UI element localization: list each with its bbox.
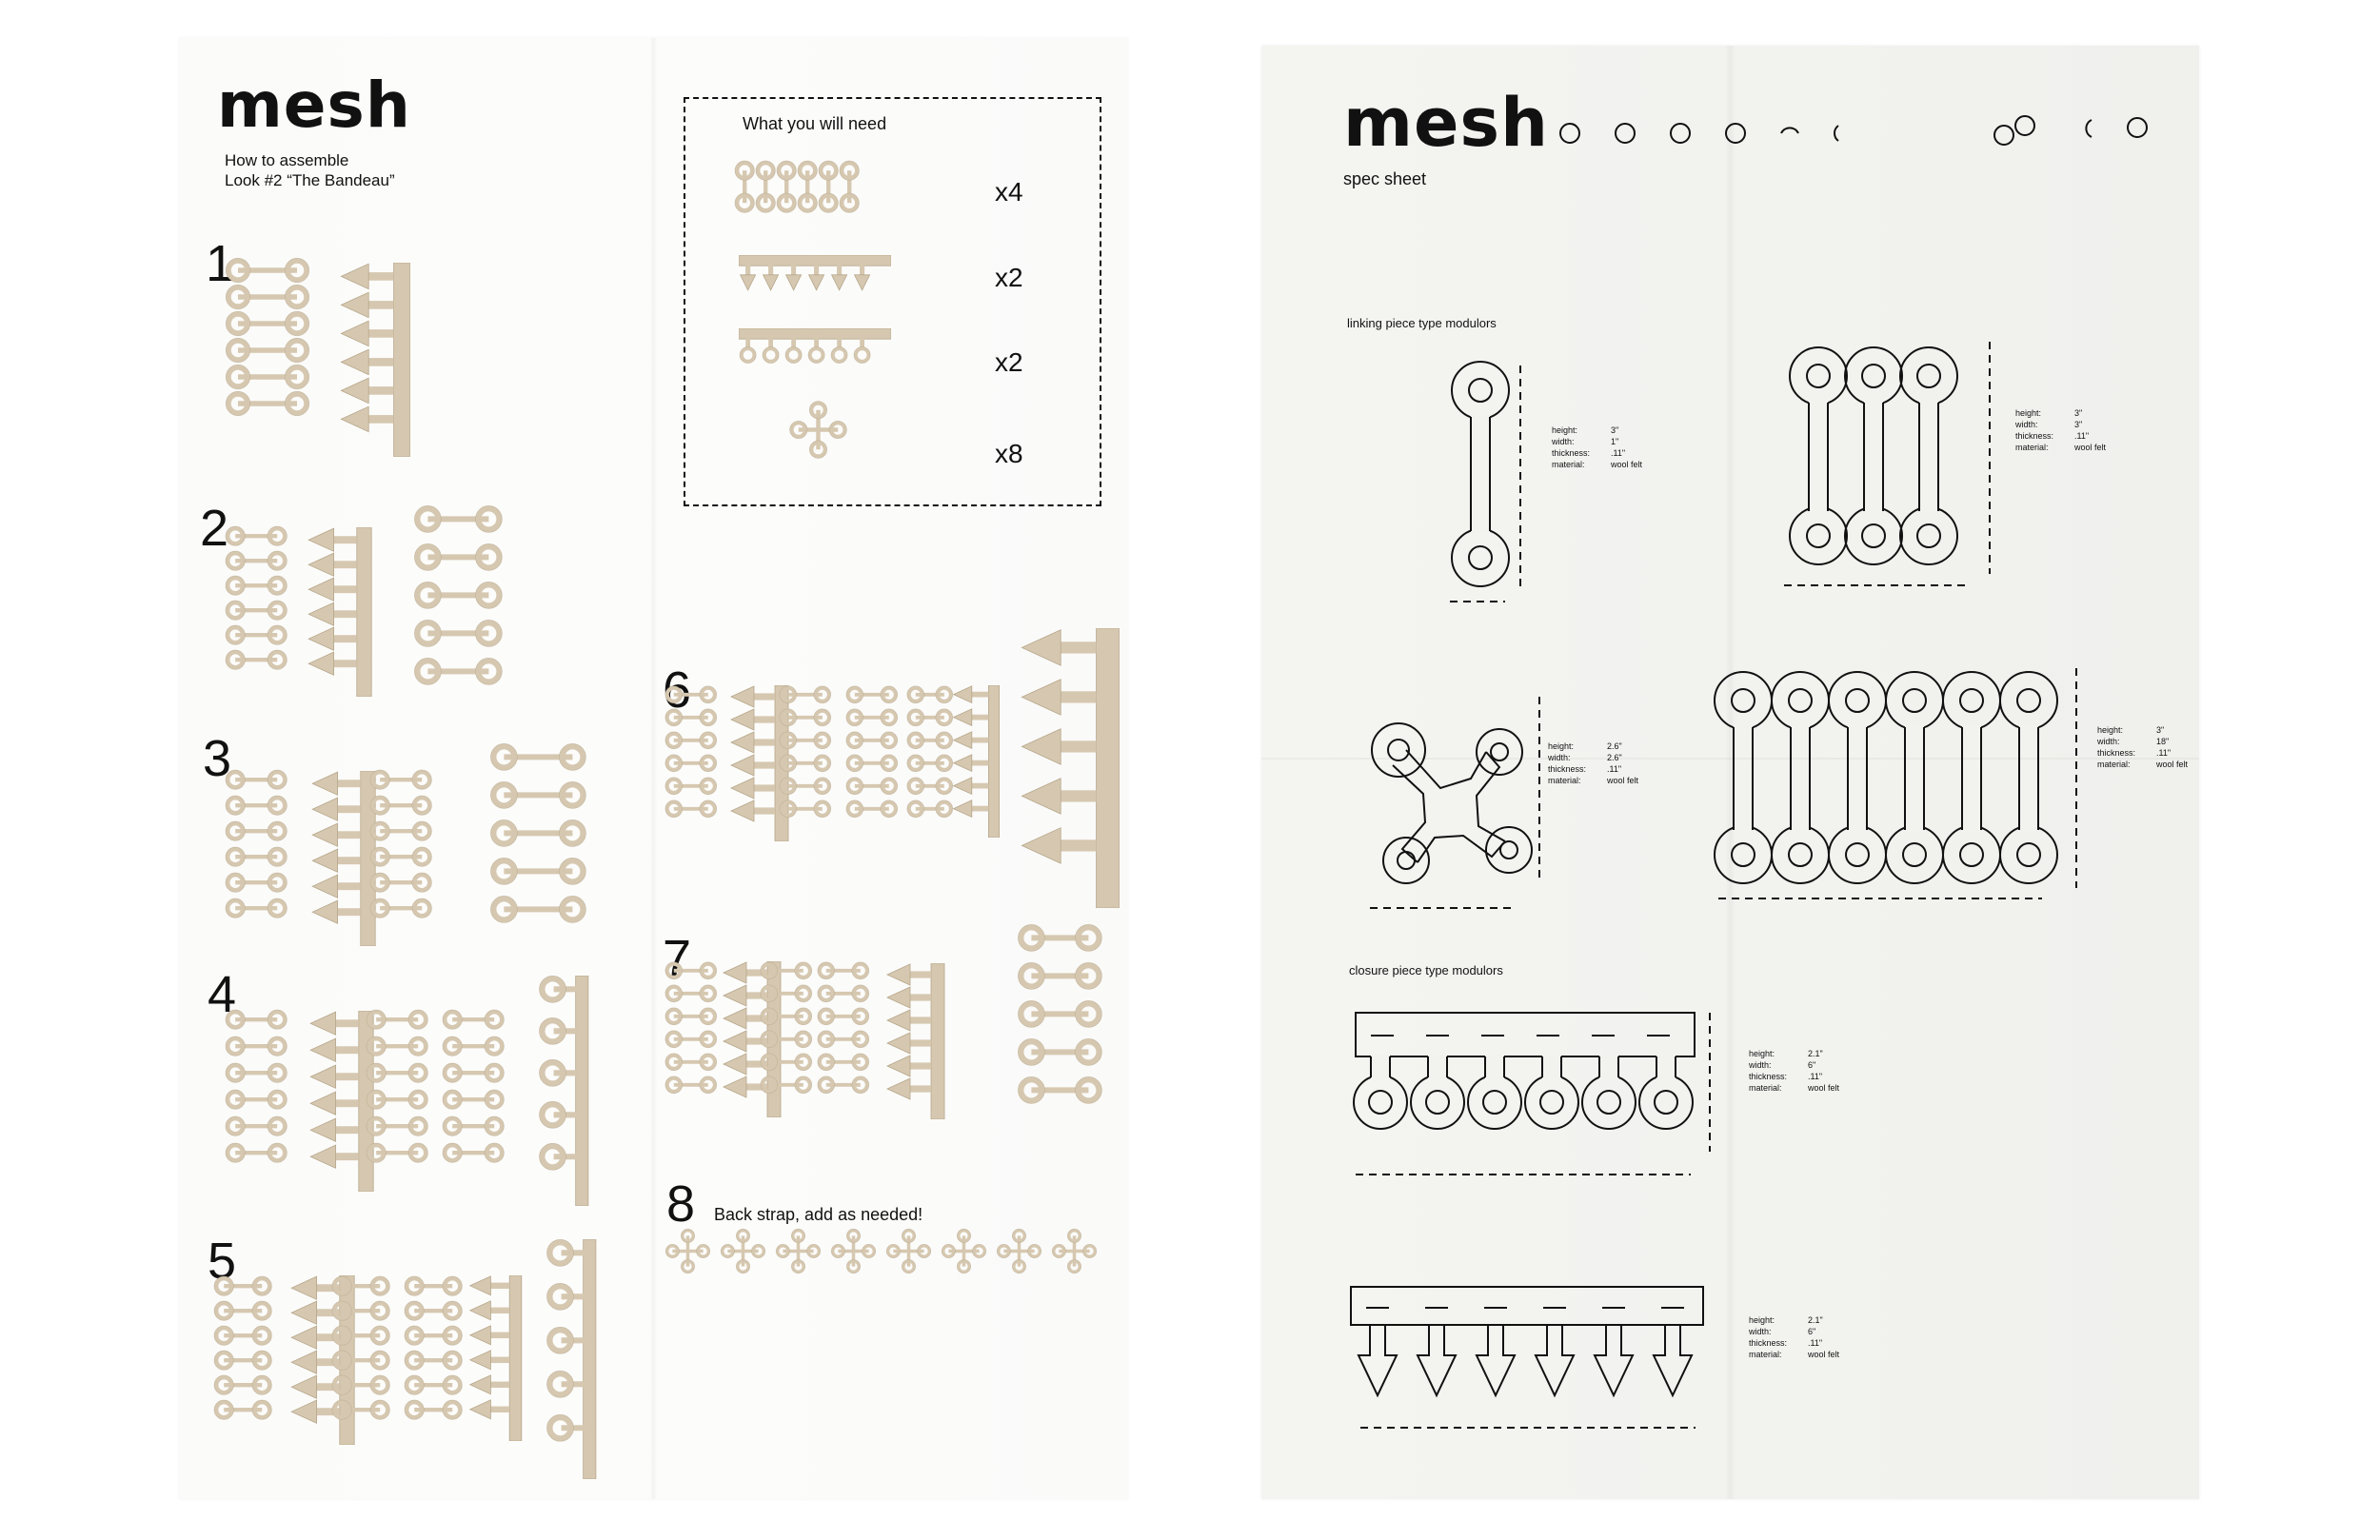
step-2-number: 2 [200, 500, 229, 557]
spec-arrow-closure: height:2.1ʺ width:6ʺ thickness:.11ʺ mate… [1749, 1315, 1840, 1359]
materials-title: What you will need [743, 114, 887, 133]
spec-sheet: mesh spec sheet linking piece type modul… [1261, 46, 2199, 1499]
arrow-closure-drawing [1350, 1286, 1704, 1429]
materials-cross-piece [789, 401, 847, 459]
materials-box: What you will need x4 x2 x2 x8 [684, 97, 1101, 506]
step-8-number: 8 [666, 1175, 696, 1233]
step5-ring-closure [546, 1239, 597, 1479]
step3-links-b [369, 769, 432, 918]
step8-cross-piece [775, 1228, 822, 1274]
step6-arrows-b [952, 685, 1000, 838]
materials-arrow-closure [739, 255, 891, 291]
six-link-drawing [1714, 668, 2077, 899]
step4-links-c [442, 1009, 505, 1163]
brand-logo: mesh [217, 69, 411, 142]
closure-section-title: closure piece type modulors [1349, 963, 1503, 977]
step6-links-b [779, 685, 832, 819]
step6-links [664, 685, 718, 819]
step2-links-b [414, 505, 503, 685]
step8-cross-piece [720, 1228, 766, 1274]
spec-triple-link: height:3ʺ width:3ʺ thickness:.11ʺ materi… [2015, 408, 2107, 452]
step8-cross-piece [941, 1228, 987, 1274]
step2-links [225, 525, 288, 670]
step5-links-c [404, 1275, 463, 1420]
spec-subtitle: spec sheet [1343, 169, 1427, 188]
spec-brand-logo: mesh [1343, 84, 1549, 162]
step5-arrows [290, 1275, 355, 1445]
step8-cross-piece [996, 1228, 1042, 1274]
step5-links [213, 1275, 272, 1420]
subtitle-line-2: Look #2 “The Bandeau” [225, 171, 395, 189]
step7-links-c [817, 961, 870, 1095]
step4-ring-closure [539, 976, 589, 1206]
materials-ring-closure [739, 328, 891, 364]
step6-links-c [845, 685, 899, 819]
materials-qty-cross: x8 [995, 439, 1023, 468]
step3-links-c [490, 743, 586, 923]
step8-cross-piece [664, 1228, 711, 1274]
materials-qty-link: x4 [995, 177, 1023, 207]
step4-links-b [366, 1009, 428, 1163]
step1-links [225, 257, 310, 417]
subtitle-line-1: How to assemble [225, 151, 349, 169]
spec-ring-closure: height:2.1ʺ width:6ʺ thickness:.11ʺ mate… [1749, 1049, 1840, 1093]
step2-arrows [307, 527, 372, 697]
spec-six-link: height:3ʺ width:18ʺ thickness:.11ʺ mater… [2097, 725, 2189, 769]
materials-link-piece [734, 160, 860, 213]
linking-section-title: linking piece type modulors [1347, 316, 1497, 330]
step8-cross-piece [1051, 1228, 1098, 1274]
step5-arrows-b [468, 1275, 523, 1441]
step8-cross-piece [885, 1228, 932, 1274]
ring-closure-drawing [1353, 1012, 1711, 1175]
step6-arrows-large [1021, 628, 1120, 908]
triple-link-drawing [1784, 342, 1991, 586]
step6-links-d [906, 685, 954, 819]
step7-links-large [1018, 924, 1102, 1104]
step3-links [225, 769, 288, 918]
cross-link-drawing [1370, 697, 1540, 909]
step4-links [225, 1009, 288, 1163]
step-8-text: Back strap, add as needed! [714, 1205, 923, 1224]
materials-qty-ring-closure: x2 [995, 347, 1023, 377]
decorative-circle-row [1559, 115, 2148, 146]
step7-links-b [760, 961, 813, 1095]
step7-links [664, 961, 718, 1095]
step5-links-b [331, 1275, 390, 1420]
spec-single-link: height:3ʺ width:1ʺ thickness:.11ʺ materi… [1552, 425, 1643, 469]
materials-qty-arrow-closure: x2 [995, 263, 1023, 292]
step7-arrows-b [886, 963, 945, 1119]
step8-cross-piece [830, 1228, 877, 1274]
step3-arrows [311, 771, 376, 946]
single-link-drawing [1450, 361, 1521, 602]
step1-arrows [340, 263, 410, 457]
